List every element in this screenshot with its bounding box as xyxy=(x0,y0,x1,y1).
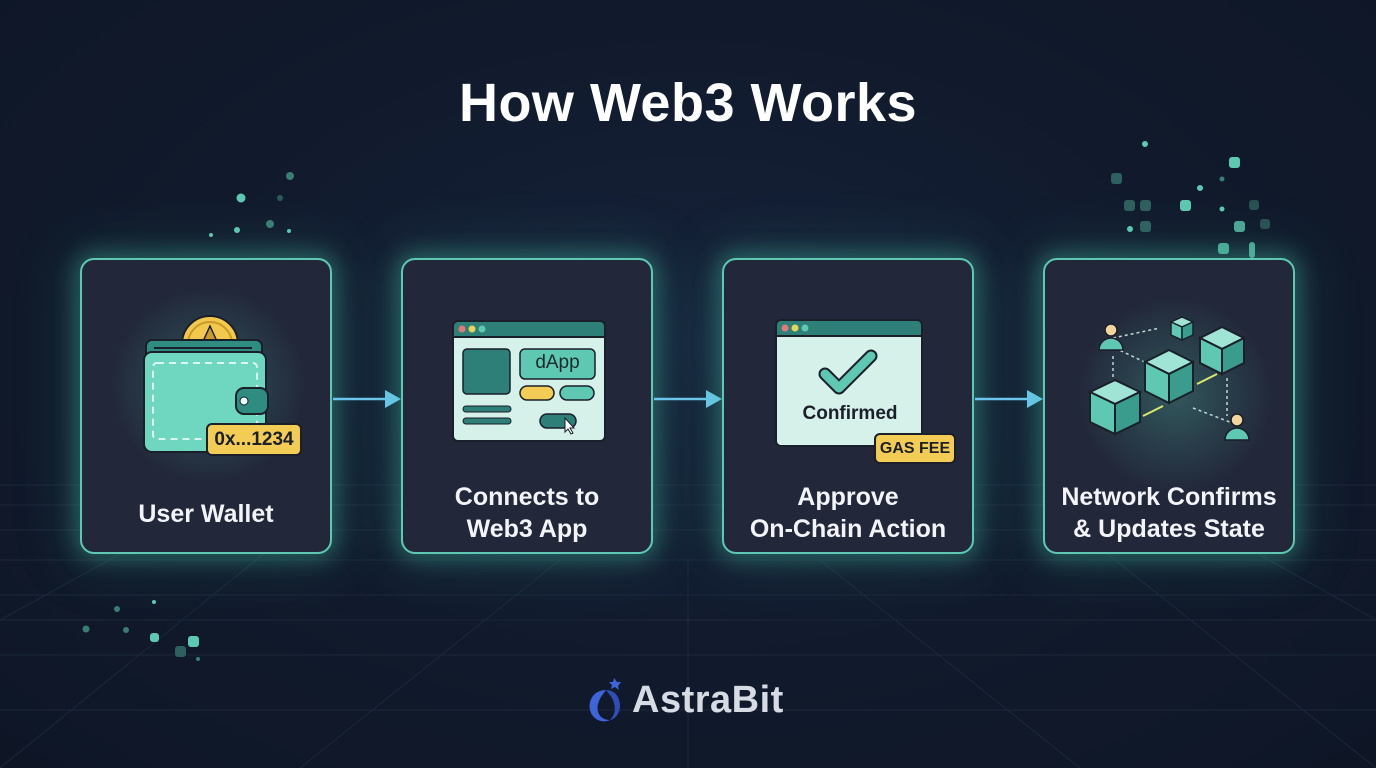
decor-particles-left-top xyxy=(209,172,294,237)
arrow-right-icon xyxy=(654,390,722,408)
step-label-line-1: Approve xyxy=(797,483,899,511)
step-label-line-1: Network Confirms xyxy=(1061,483,1277,511)
step-card-user-wallet: 0x...1234 User Wallet xyxy=(80,258,332,554)
step-label-line-2: & Updates State xyxy=(1073,515,1265,543)
step-label: Network Confirms & Updates State xyxy=(1045,481,1293,545)
confirmed-text: Confirmed xyxy=(802,403,898,424)
step-label: Approve On-Chain Action xyxy=(724,481,972,545)
page-title: How Web3 Works xyxy=(458,73,918,133)
astrabit-logo-icon xyxy=(589,678,621,722)
brand-name: AstraBit xyxy=(632,678,784,721)
step-label: User Wallet xyxy=(82,498,330,530)
step-label-line-2: Web3 App xyxy=(466,515,588,543)
confirmed-window-icon xyxy=(775,319,923,447)
step-card-connect-app: dApp Connects to Web3 App xyxy=(401,258,653,554)
step-label-line-1: Connects to xyxy=(454,483,600,511)
step-label: Connects to Web3 App xyxy=(403,481,651,545)
address-badge: 0x...1234 xyxy=(206,423,302,456)
arrow-right-icon xyxy=(975,390,1043,408)
step-label-line-1: User Wallet xyxy=(138,500,274,528)
step-label-line-2: On-Chain Action xyxy=(749,515,947,543)
dapp-window-text: dApp xyxy=(535,352,580,373)
step-card-approve-action: Confirmed GAS FEE Approve On-Chain Actio… xyxy=(722,258,974,554)
decor-particles-right-top xyxy=(1111,141,1270,258)
gas-fee-badge: GAS FEE xyxy=(874,433,956,464)
brand-logo: AstraBit xyxy=(586,676,784,724)
blockchain-network-icon xyxy=(1087,316,1250,441)
arrow-right-icon xyxy=(333,390,401,408)
decor-particles-left-bottom xyxy=(82,600,200,661)
dapp-browser-icon xyxy=(452,320,606,442)
step-card-network-confirms: Network Confirms & Updates State xyxy=(1043,258,1295,554)
